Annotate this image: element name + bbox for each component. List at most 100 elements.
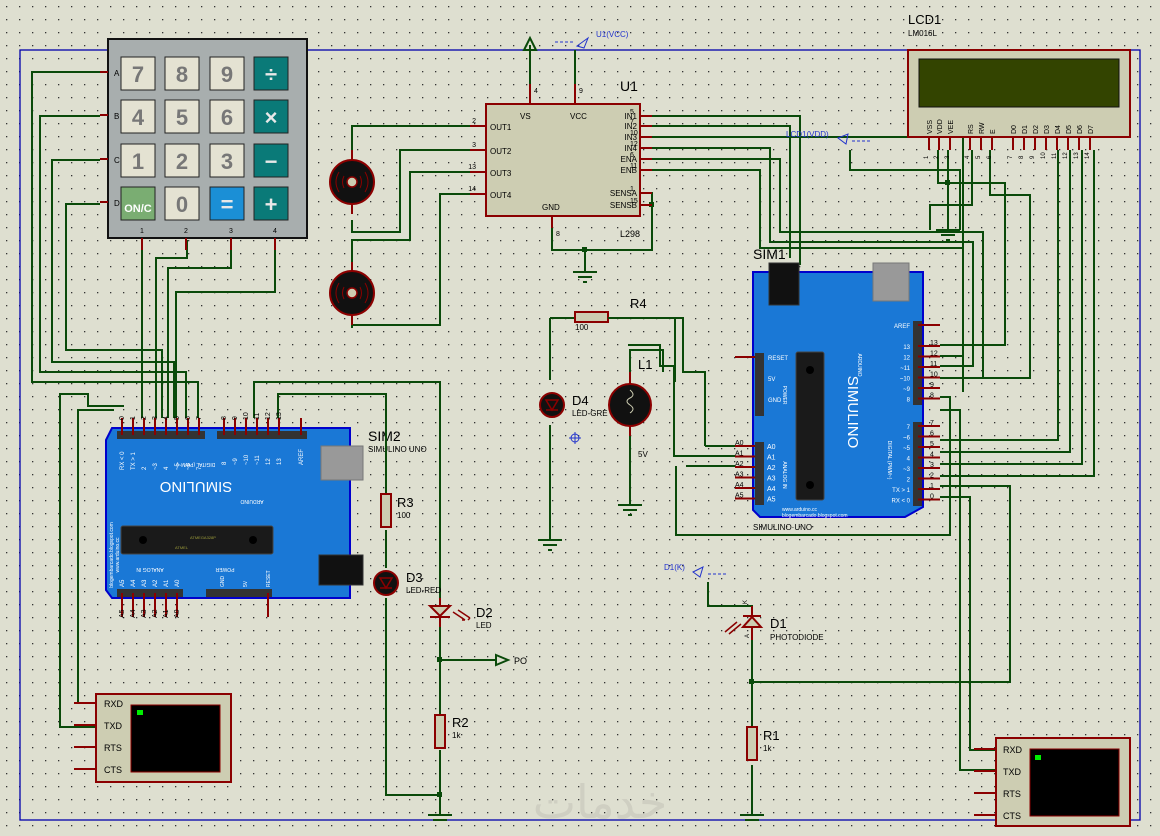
lcd-pin-name: VSS (927, 120, 934, 134)
led-d2[interactable]: D2 LED (427, 598, 493, 630)
keypad-key[interactable]: = (209, 186, 245, 221)
sim2-part: SIMULINO UNO (368, 445, 427, 454)
sim1-analog-pin-number: A3 (735, 472, 744, 479)
sim1-analog-pin-label: A2 (767, 465, 776, 472)
led-d4[interactable]: D4 LED-GRE (539, 392, 608, 444)
sim1-url1: www.arduino.cc (782, 507, 818, 513)
keypad-key-label: 5 (176, 105, 188, 130)
sim1-digital-pin-label: 8 (907, 398, 911, 404)
pin-name: IN1 (625, 112, 638, 121)
net-flag-icon (836, 133, 849, 145)
resistor-r1[interactable]: R1 1k (746, 726, 780, 761)
lcd-pin-number: 8 (1019, 155, 1025, 159)
l298-driver[interactable]: 4VS9VCC2OUT13OUT213OUT314OUT45IN17IN210I… (468, 78, 652, 239)
resistor-r3[interactable]: R3 100 (380, 394, 414, 528)
resistor-r2[interactable]: R2 1k (434, 714, 469, 749)
keypad-key[interactable]: 4 (120, 99, 156, 134)
lcd-part: LM016L (908, 29, 937, 38)
sim2-digital-pin-label: AREF (299, 449, 305, 465)
sim2-pin-number: 10 (243, 412, 250, 420)
sim2-analog-pin-label: A5 (120, 579, 126, 587)
simulino-uno-sim2[interactable]: SIM2 SIMULINO UNO ATMEGA328P ATMEL SIMUL… (105, 412, 427, 618)
net-label-u1vcc[interactable]: U1(VCC) (555, 30, 629, 49)
resistor-icon (746, 726, 758, 761)
keypad-col-label: 4 (273, 228, 277, 235)
keypad-key[interactable]: ÷ (253, 56, 289, 91)
keypad-row-label: C (114, 156, 120, 165)
keypad-key[interactable]: 3 (209, 143, 245, 178)
terminal-pin-label: RTS (104, 743, 122, 753)
output-port-icon (495, 653, 511, 667)
sim1-usb-port (872, 262, 910, 302)
lcd-pin-name: D3 (1044, 125, 1051, 134)
net-flag-icon (692, 566, 704, 578)
pin-name: OUT1 (490, 123, 512, 132)
keypad-key[interactable]: − (253, 143, 289, 178)
sim2-pin-number: 1 (130, 416, 137, 420)
sim2-digital-pin-label: 13 (277, 458, 283, 465)
net-label-text: U1(VCC) (596, 30, 629, 39)
keypad-key[interactable]: 0 (164, 186, 200, 221)
lamp-l1[interactable]: L1 5V (608, 349, 664, 459)
keypad-key[interactable]: 8 (164, 56, 200, 91)
simulino-uno-sim1[interactable]: SIM1 SIMULINO ARDUINO DIGITAL (PWM~) ANA… (735, 246, 940, 532)
sim1-power-pin-label: GND (768, 398, 782, 404)
pin-name: OUT3 (490, 169, 512, 178)
sim2-pin-number: 7 (196, 416, 203, 420)
sim1-pin-number: 0 (930, 494, 934, 501)
terminal-cursor (137, 710, 143, 715)
lcd-pin-name: E (990, 129, 997, 134)
l298-part: L298 (620, 229, 640, 239)
keypad-key[interactable]: 7 (120, 56, 156, 91)
sim2-power-pin-label: 5V (243, 580, 249, 587)
sim1-digital-label: DIGITAL (PWM~) (886, 441, 892, 480)
lcd-pin-number: 13 (1074, 152, 1080, 159)
sim1-pin-number: 11 (930, 361, 937, 368)
keypad-key[interactable]: + (253, 186, 289, 221)
lcd-pin-name: D4 (1055, 125, 1062, 134)
terminal-pin-label: TXD (1003, 767, 1022, 777)
sheet-frame (19, 49, 1141, 821)
sim1-digital-pin-label: ~3 (903, 467, 911, 473)
keypad-key[interactable]: 6 (209, 99, 245, 134)
sim2-digital-pin-label: 7 (197, 466, 203, 470)
r4-value: 100 (575, 323, 589, 332)
sim1-digital-pin-label: 2 (907, 478, 911, 484)
motor-2[interactable] (329, 262, 375, 325)
sim2-analog-pin-number: A4 (130, 609, 137, 618)
lcd-display[interactable]: LCD1 LM016L VSS1VDD2VEE3RS4RW5E6D07D18D2… (907, 12, 1131, 159)
resistor-icon (434, 714, 446, 749)
po-terminal[interactable]: PO (495, 653, 527, 667)
keypad-key[interactable]: 2 (164, 143, 200, 178)
sim1-digital-pin-label: 7 (907, 425, 911, 431)
net-label-lcd-vdd[interactable]: LCD1(VDD) (786, 130, 872, 145)
keypad-row-label: D (114, 199, 120, 208)
sim2-digital-pin-label: ~11 (255, 455, 261, 465)
keypad-key[interactable]: ON/C (120, 186, 156, 221)
led-d3[interactable]: D3 LED-RED (373, 570, 441, 596)
terminal-screen (1029, 748, 1120, 817)
sim1-power-pin-label: RESET (768, 356, 788, 362)
sim1-analog-pin-number: A1 (735, 451, 744, 458)
motor-1[interactable] (329, 150, 375, 214)
sim1-digital-pin-label: ~5 (903, 446, 911, 452)
keypad-key[interactable]: 9 (209, 56, 245, 91)
keypad-key-label: 7 (132, 62, 144, 87)
keypad-key[interactable]: 1 (120, 143, 156, 178)
sim1-pin-number: 12 (930, 351, 938, 358)
d4-value: LED-GRE (572, 409, 608, 418)
sim1-pin-number: 9 (930, 382, 934, 389)
keypad-key[interactable]: × (253, 99, 289, 134)
resistor-r4[interactable]: R4 100 (550, 296, 676, 382)
d3-ref: D3 (406, 570, 423, 585)
keypad-key[interactable]: 5 (164, 99, 200, 134)
sim2-digital-pin-label: ~6 (186, 462, 192, 470)
sim2-digital-pin-label: 2 (142, 466, 148, 470)
photodiode-d1[interactable]: K A D1 PHOTODIODE (724, 600, 824, 642)
sim1-analog-pin-number: A2 (735, 461, 744, 468)
net-label-d1k[interactable]: D1(K) (664, 563, 728, 578)
